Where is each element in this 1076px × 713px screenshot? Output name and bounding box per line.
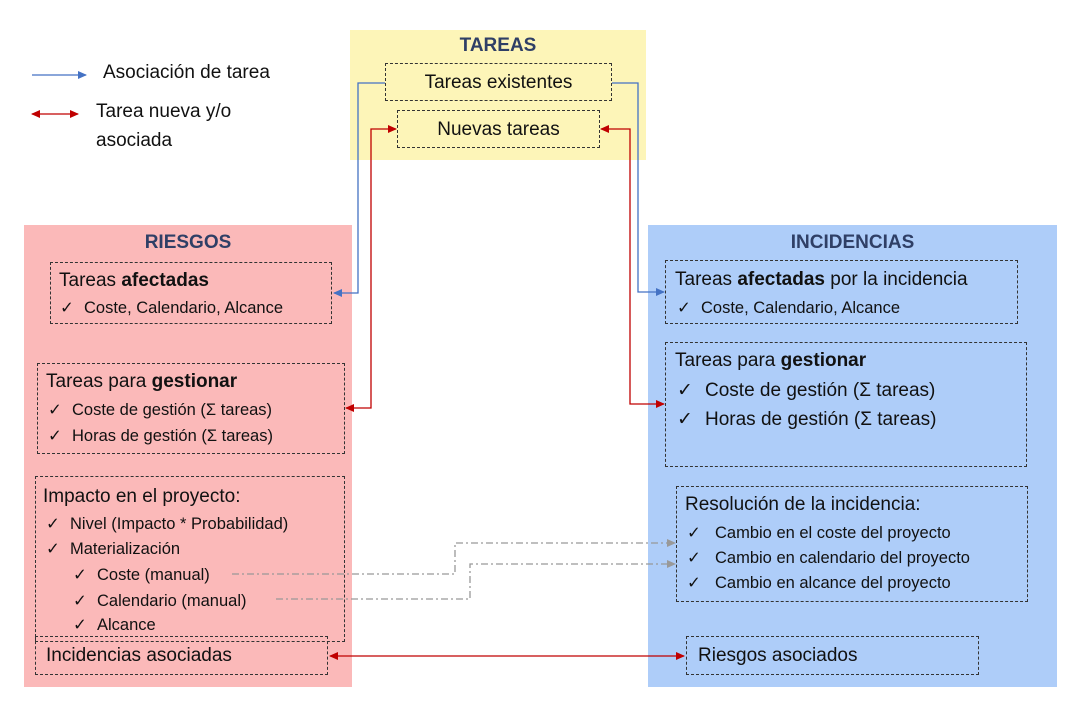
legend-new-task-label-line1: Tarea nueva y/o [96,101,232,122]
riesgos-impact-item-label: Materialización [70,540,181,558]
incidencias-linked-risks-label: Riesgos asociados [698,645,858,666]
riesgos-affected-item-label: Coste, Calendario, Alcance [84,299,284,317]
existing-tasks-box[interactable]: Tareas existentes [385,63,612,101]
incidencias-affected-item-label: Coste, Calendario, Alcance [701,299,901,317]
new-tasks-label: Nuevas tareas [437,119,560,140]
incidencias-resolution-item-label: Cambio en el coste del proyecto [715,524,951,542]
check-icon: ✓ [46,515,60,533]
incidencias-resolution-title: Resolución de la incidencia: [685,494,921,515]
riesgos-impact-title: Impacto en el proyecto: [43,486,241,507]
riesgos-manage-tasks-box[interactable]: Tareas para gestionar ✓ Coste de gestión … [37,363,345,454]
new-tasks-box[interactable]: Nuevas tareas [397,110,600,148]
riesgos-manage-item: ✓ Coste de gestión (Σ tareas) [48,400,272,420]
riesgos-manage-item-label: Horas de gestión (Σ tareas) [72,427,273,445]
legend-association-label: Asociación de tarea [103,62,270,83]
incidencias-affected-item: ✓ Coste, Calendario, Alcance [677,298,900,318]
check-icon: ✓ [687,574,701,592]
tareas-panel: TAREAS [350,30,646,160]
riesgos-manage-prefix: Tareas para [46,371,152,392]
legend-new-task-label-line2: asociada [96,130,173,151]
tareas-title: TAREAS [459,35,537,56]
riesgos-affected-tasks-title: Tareas afectadas [59,270,209,292]
incidencias-resolution-item-label: Cambio en calendario del proyecto [715,549,970,567]
incidencias-resolution-item: ✓ Cambio en alcance del proyecto [687,573,951,593]
riesgos-impact-subitem: ✓ Calendario (manual) [73,591,247,611]
existing-tasks-label: Tareas existentes [424,72,573,93]
check-icon: ✓ [48,401,62,419]
check-icon: ✓ [677,409,693,430]
riesgos-impact-subitem-label: Coste (manual) [97,566,210,584]
incidencias-manage-item: ✓ Horas de gestión (Σ tareas) [677,408,936,431]
incidencias-manage-item-label: Horas de gestión (Σ tareas) [705,409,937,430]
check-icon: ✓ [48,427,62,445]
incidencias-resolution-box[interactable]: Resolución de la incidencia: ✓ Cambio en … [676,486,1028,602]
riesgos-affected-bold: afectadas [121,270,209,291]
check-icon: ✓ [73,592,87,610]
riesgos-affected-prefix: Tareas [59,270,122,291]
riesgos-impact-box[interactable]: Impacto en el proyecto: ✓ Nivel (Impacto … [35,476,345,642]
incidencias-resolution-item: ✓ Cambio en el coste del proyecto [687,523,951,543]
incidencias-affected-tasks-box[interactable]: Tareas afectadas por la incidencia ✓ Cost… [665,260,1018,324]
incidencias-manage-item: ✓ Coste de gestión (Σ tareas) [677,379,935,402]
riesgos-impact-subitem-label: Alcance [97,616,156,634]
riesgos-manage-item-label: Coste de gestión (Σ tareas) [72,401,273,419]
riesgos-title: RIESGOS [144,232,232,253]
check-icon: ✓ [677,299,691,317]
incidencias-title: INCIDENCIAS [790,232,915,253]
riesgos-impact-item: ✓ Nivel (Impacto * Probabilidad) [46,514,288,534]
riesgos-impact-item: ✓ Materialización [46,539,180,559]
incidencias-manage-bold: gestionar [780,350,867,371]
riesgos-manage-bold: gestionar [151,371,238,392]
riesgos-affected-tasks-box[interactable]: Tareas afectadas ✓ Coste, Calendario, Alc… [50,262,332,324]
riesgos-impact-subitem-label: Calendario (manual) [97,592,247,610]
incidencias-manage-item-label: Coste de gestión (Σ tareas) [705,380,936,401]
connector-new-to-riesgos-manage [345,125,397,412]
riesgos-linked-incidents-label: Incidencias asociadas [46,645,232,666]
incidencias-affected-tasks-title: Tareas afectadas por la incidencia [675,269,968,291]
incidencias-resolution-item-label: Cambio en alcance del proyecto [715,574,951,592]
riesgos-impact-item-label: Nivel (Impacto * Probabilidad) [70,515,289,533]
incidencias-affected-prefix: Tareas [675,269,738,290]
incidencias-panel: INCIDENCIAS [648,225,1057,687]
check-icon: ✓ [73,616,87,634]
riesgos-manage-tasks-title: Tareas para gestionar [46,371,237,393]
incidencias-manage-prefix: Tareas para [675,350,781,371]
check-icon: ✓ [60,299,74,317]
incidencias-resolution-item: ✓ Cambio en calendario del proyecto [687,548,970,568]
riesgos-impact-subitem: ✓ Alcance [73,615,156,635]
incidencias-linked-risks-box[interactable]: Riesgos asociados [686,636,979,675]
riesgos-panel: RIESGOS [24,225,352,687]
check-icon: ✓ [677,380,693,401]
check-icon: ✓ [687,524,701,542]
check-icon: ✓ [73,566,87,584]
incidencias-manage-tasks-title: Tareas para gestionar [675,350,866,372]
incidencias-affected-suffix: por la incidencia [824,269,968,290]
incidencias-affected-bold: afectadas [737,269,825,290]
riesgos-affected-item: ✓ Coste, Calendario, Alcance [60,298,283,318]
riesgos-linked-incidents-box[interactable]: Incidencias asociadas [35,636,328,675]
check-icon: ✓ [687,549,701,567]
riesgos-manage-item: ✓ Horas de gestión (Σ tareas) [48,426,273,446]
check-icon: ✓ [46,540,60,558]
incidencias-manage-tasks-box[interactable]: Tareas para gestionar ✓ Coste de gestión … [665,342,1027,467]
riesgos-impact-subitem: ✓ Coste (manual) [73,565,210,585]
